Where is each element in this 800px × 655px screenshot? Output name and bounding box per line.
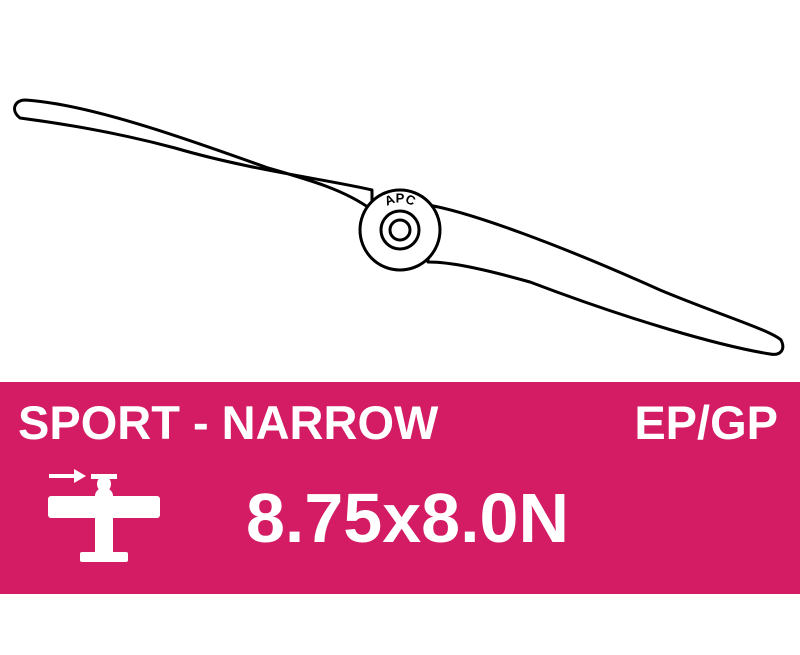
propeller-hub: APC [358, 188, 442, 272]
propeller-right-blade [426, 203, 785, 356]
propeller-left-blade [13, 98, 374, 212]
propeller-size: 8.75x8.0N [246, 479, 570, 557]
propeller-category: SPORT - NARROW [18, 396, 439, 449]
propeller-illustration: APC [13, 98, 785, 356]
tractor-airplane-icon [48, 469, 160, 562]
hub-logo-text: APC [382, 190, 418, 209]
fuel-type-label: EP/GP [634, 396, 778, 449]
product-banner [0, 382, 800, 594]
